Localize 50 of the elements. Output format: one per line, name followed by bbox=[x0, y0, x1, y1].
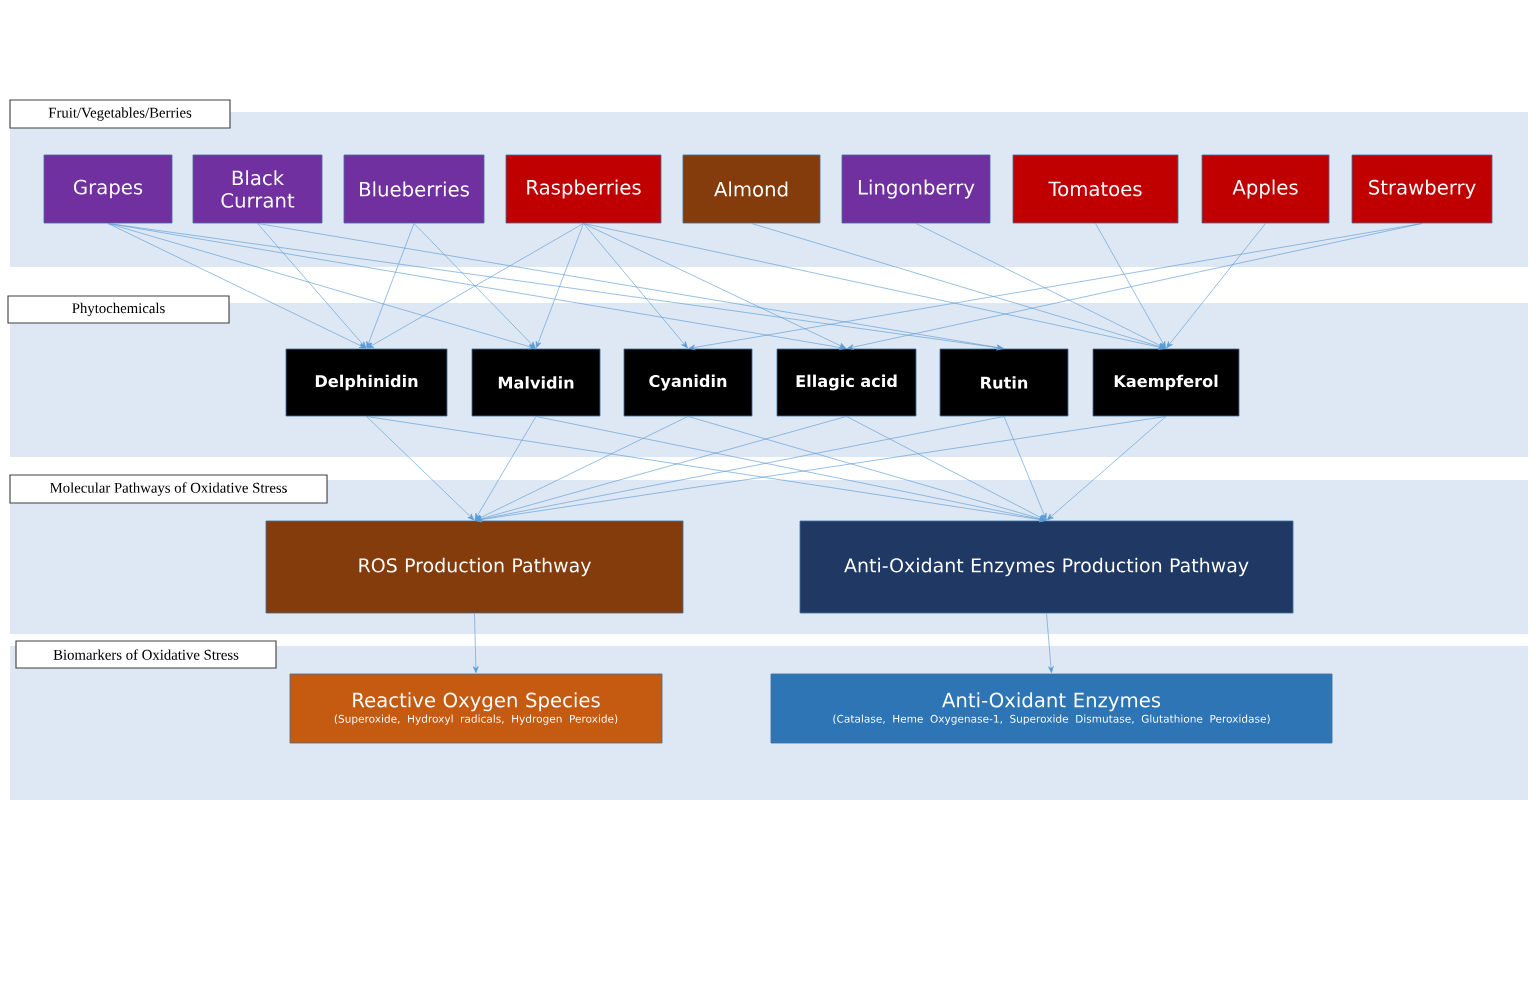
food-box: Blueberries bbox=[343, 154, 485, 224]
compound-box: Ellagic acid bbox=[776, 348, 917, 417]
food-box: Tomatoes bbox=[1012, 154, 1179, 224]
food-box: Grapes bbox=[43, 154, 173, 224]
section-label: Fruit/Vegetables/Berries bbox=[9, 99, 231, 129]
food-box: Apples bbox=[1201, 154, 1330, 224]
arrow bbox=[366, 416, 1046, 523]
arrow bbox=[366, 223, 415, 349]
compound-box: Cyanidin bbox=[623, 348, 753, 417]
compound-box: Delphinidin bbox=[285, 348, 448, 417]
arrow bbox=[474, 416, 537, 521]
arrow bbox=[583, 223, 847, 349]
arrow bbox=[257, 223, 1004, 351]
arrow bbox=[1003, 416, 1047, 521]
arrow bbox=[846, 416, 1047, 521]
arrow bbox=[535, 416, 1046, 522]
arrow bbox=[107, 223, 1004, 351]
arrow bbox=[583, 223, 688, 349]
compound-box: Rutin bbox=[939, 348, 1069, 417]
biomarker-box: Anti-Oxidant Enzymes (Catalase, Heme Oxygenase-1, Superoxide Dismutase, Glutathione Peroxidase) bbox=[770, 673, 1333, 744]
arrow bbox=[1166, 223, 1266, 349]
pathway-box: ROS Production Pathway bbox=[265, 520, 684, 614]
arrow bbox=[107, 223, 536, 350]
arrow bbox=[1046, 613, 1054, 674]
arrow bbox=[583, 223, 1166, 350]
compound-box: Kaempferol bbox=[1092, 348, 1240, 417]
arrow bbox=[366, 223, 584, 349]
arrow bbox=[474, 416, 689, 521]
arrow bbox=[366, 416, 475, 521]
arrow bbox=[535, 223, 584, 349]
section-label: Phytochemicals bbox=[7, 295, 230, 324]
arrow bbox=[915, 223, 1166, 349]
arrow bbox=[1095, 223, 1166, 349]
arrow bbox=[475, 416, 1167, 523]
section-label: Biomarkers of Oxidative Stress bbox=[15, 640, 277, 669]
food-box: Black Currant bbox=[192, 154, 323, 224]
arrow bbox=[473, 613, 479, 674]
arrow bbox=[1046, 416, 1167, 521]
section-label: Molecular Pathways of Oxidative Stress bbox=[9, 474, 328, 504]
biomarker-box: Reactive Oxygen Species (Superoxide, Hydroxyl radicals, Hydrogen Peroxide) bbox=[289, 673, 663, 744]
arrow bbox=[107, 223, 846, 351]
arrow bbox=[847, 223, 1423, 350]
compound-box: Malvidin bbox=[471, 348, 601, 417]
food-box: Raspberries bbox=[505, 154, 662, 224]
arrow bbox=[413, 223, 536, 349]
pathway-box: Anti-Oxidant Enzymes Production Pathway bbox=[799, 520, 1294, 614]
arrow bbox=[257, 223, 367, 349]
food-box: Lingonberry bbox=[841, 154, 991, 224]
food-box: Almond bbox=[682, 154, 821, 224]
food-box: Strawberry bbox=[1351, 154, 1493, 224]
